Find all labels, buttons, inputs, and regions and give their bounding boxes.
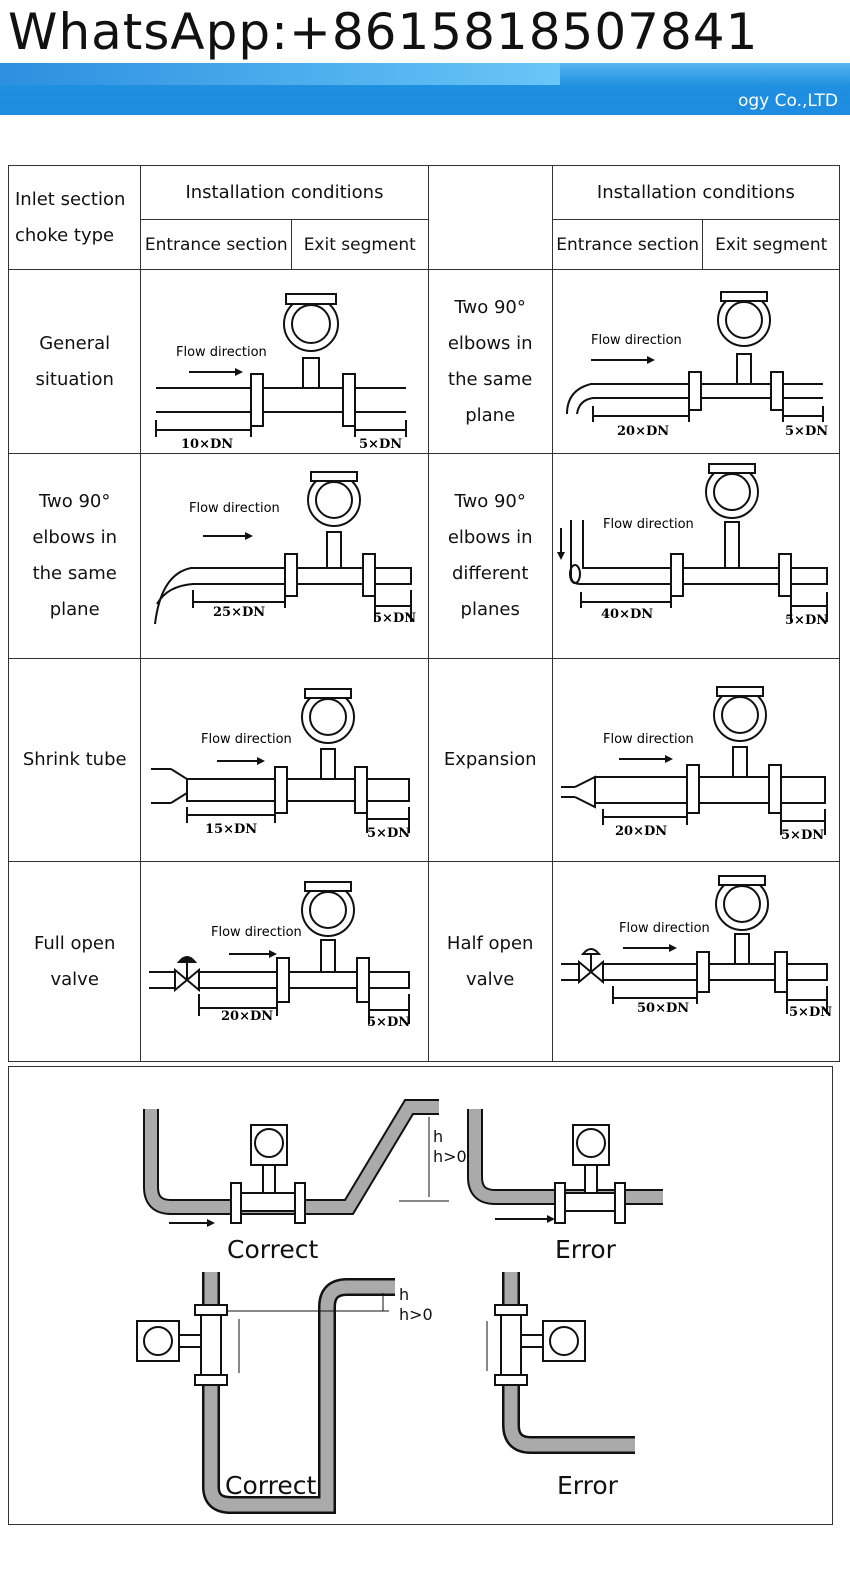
upstream-length: 10×DN xyxy=(181,437,233,452)
flow-direction-label: Flow direction xyxy=(176,345,267,360)
flow-direction-label: Flow direction xyxy=(603,732,694,747)
diagram-shrink-tube: Flow direction 15×DN 5×DN xyxy=(140,658,429,862)
downstream-length: 5×DN xyxy=(789,1005,832,1020)
diagram-two-elbows-different: Flow direction 40×DN 5×DN xyxy=(551,453,841,659)
height-symbol: h xyxy=(399,1285,410,1304)
flow-direction-label: Flow direction xyxy=(603,517,694,532)
flow-direction-label: Flow direction xyxy=(591,333,682,348)
caption-error-bottom: Error xyxy=(557,1471,618,1500)
row-label-two-elbows-same: Two 90° elbows in the same plane xyxy=(7,453,142,659)
height-condition: h>0 xyxy=(399,1305,433,1324)
upstream-length: 20×DN xyxy=(617,424,669,439)
flow-direction-label: Flow direction xyxy=(211,925,302,940)
upstream-length: 40×DN xyxy=(601,607,653,622)
pipe-diagram: Flow direction 20×DN 5×DN xyxy=(149,880,411,1030)
diagram-half-open-valve: Flow direction 50×DN 5×DN xyxy=(551,861,841,1062)
upstream-length: 50×DN xyxy=(637,1001,689,1016)
flow-direction-label: Flow direction xyxy=(619,921,710,936)
installation-correct-error-panel: Correct Error Correct Error h h>0 h h>0 xyxy=(8,1066,833,1525)
flow-direction-label: Flow direction xyxy=(189,501,280,516)
caption-error-top: Error xyxy=(555,1235,616,1264)
entrance-section-left: Entrance section xyxy=(140,219,293,270)
downstream-length: 5×DN xyxy=(785,613,828,628)
label-text: Expansion xyxy=(443,749,537,770)
label-text: Half open valve xyxy=(446,932,534,990)
diagram-two-elbows-same: Flow direction 20×DN 5×DN xyxy=(551,269,841,454)
row-label-expansion: Expansion xyxy=(427,658,553,862)
upstream-length: 20×DN xyxy=(615,824,667,839)
correct-error-diagram xyxy=(136,1099,663,1514)
row-label-shrink-tube: Shrink tube xyxy=(7,658,142,862)
downstream-length: 5×DN xyxy=(781,828,824,843)
upstream-length: 25×DN xyxy=(213,605,265,620)
whatsapp-title: WhatsApp:+8615818507841 xyxy=(8,3,759,61)
label-text: Full open valve xyxy=(33,932,116,990)
label-text: Two 90° elbows in the same plane xyxy=(447,296,533,426)
blank-header xyxy=(427,165,553,270)
installation-table: Inlet section choke type Installation co… xyxy=(7,165,841,1062)
diagram-expansion: Flow direction 20×DN 5×DN xyxy=(551,658,841,862)
pipe-diagram: Flow direction 15×DN 5×DN xyxy=(151,688,411,841)
pipe-diagram: Flow direction 50×DN 5×DN xyxy=(560,874,832,1020)
label-text: Shrink tube xyxy=(22,749,127,770)
pipe-diagram: Flow direction 20×DN 5×DN xyxy=(560,686,826,843)
choke-type-header: Inlet section choke type xyxy=(7,165,142,270)
pipe-diagram: Flow direction 10×DN 5×DN xyxy=(155,292,408,452)
row-label-two-elbows-different: Two 90° elbows in different planes xyxy=(427,453,553,659)
exit-segment-right: Exit segment xyxy=(702,219,840,270)
upstream-length: 20×DN xyxy=(221,1009,273,1024)
row-label-full-open-valve: Full open valve xyxy=(7,861,142,1062)
downstream-length: 5×DN xyxy=(373,611,416,626)
height-condition: h>0 xyxy=(433,1147,467,1166)
label-text: General situation xyxy=(35,332,114,390)
company-banner: ogy Co.,LTD xyxy=(0,63,850,115)
upstream-length: 15×DN xyxy=(205,822,257,837)
row-label-half-open-valve: Half open valve xyxy=(427,861,553,1062)
downstream-length: 5×DN xyxy=(367,1015,410,1030)
diagram-general: Flow direction 10×DN 5×DN xyxy=(140,269,429,454)
pipe-diagram: Flow direction 40×DN 5×DN xyxy=(556,463,828,628)
row-label-general: General situation xyxy=(7,269,142,454)
company-name: ogy Co.,LTD xyxy=(737,91,838,111)
downstream-length: 5×DN xyxy=(359,437,402,452)
height-label-top: h h>0 xyxy=(433,1127,467,1167)
downstream-length: 5×DN xyxy=(367,826,410,841)
flow-direction-label: Flow direction xyxy=(201,732,292,747)
pipe-diagram: Flow direction 25×DN 5×DN xyxy=(154,471,417,626)
caption-correct-bottom: Correct xyxy=(225,1471,317,1500)
label-text: Two 90° elbows in different planes xyxy=(447,491,533,620)
install-conditions-right: Installation conditions xyxy=(551,165,841,220)
exit-segment-left: Exit segment xyxy=(291,219,429,270)
install-conditions-left: Installation conditions xyxy=(140,165,429,220)
label-text: Two 90° elbows in the same plane xyxy=(32,491,118,620)
diagram-full-open-valve: Flow direction 20×DN 5×DN xyxy=(140,861,429,1062)
caption-correct-top: Correct xyxy=(227,1235,319,1264)
height-symbol: h xyxy=(433,1127,444,1146)
row-label-two-elbows-same: Two 90° elbows in the same plane xyxy=(427,269,553,454)
downstream-length: 5×DN xyxy=(785,424,828,439)
choke-type-header-text: Inlet section choke type xyxy=(15,188,126,246)
diagram-two-elbows-same-left: Flow direction 25×DN 5×DN xyxy=(140,453,429,659)
pipe-diagram: Flow direction 20×DN 5×DN xyxy=(565,290,828,439)
height-label-bottom: h h>0 xyxy=(399,1285,433,1325)
banner-stripe xyxy=(0,63,560,85)
entrance-section-right: Entrance section xyxy=(551,219,704,270)
